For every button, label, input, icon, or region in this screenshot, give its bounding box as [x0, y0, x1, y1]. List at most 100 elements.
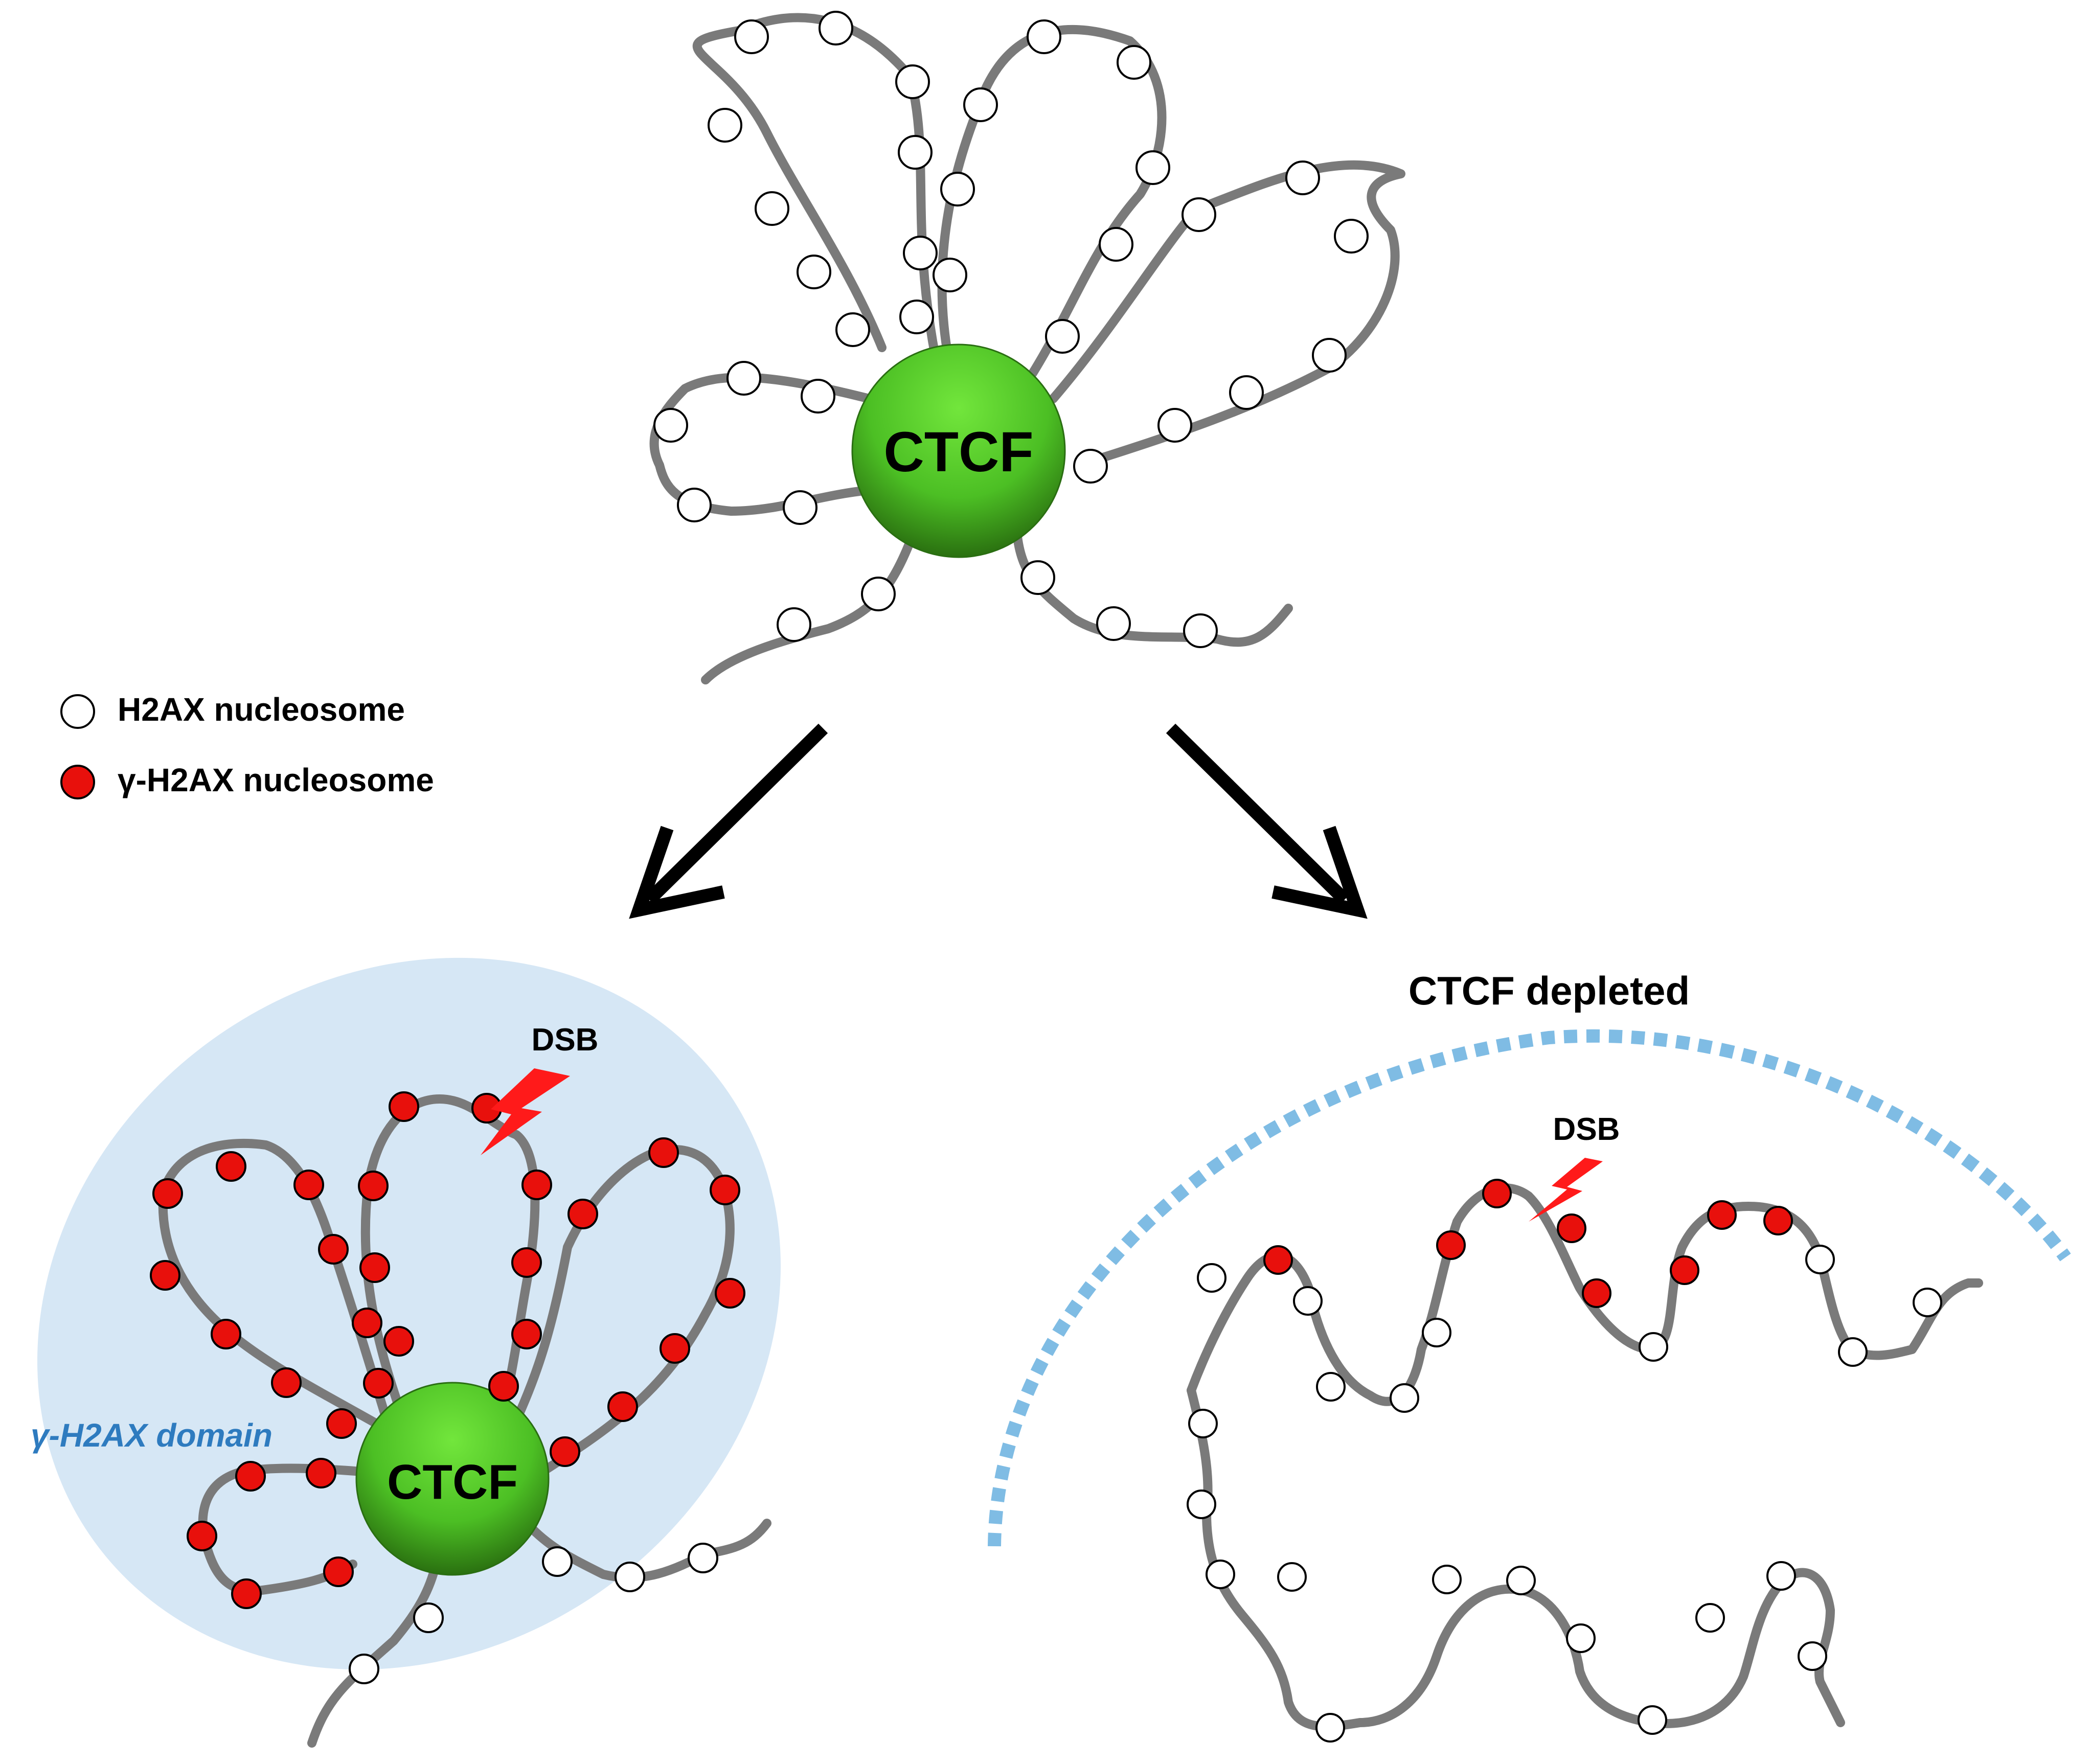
gh2ax-nucleosome — [187, 1521, 217, 1551]
h2ax-nucleosome — [903, 236, 938, 270]
gh2ax-nucleosome — [306, 1458, 336, 1488]
dsb-label-right: DSB — [1553, 1112, 1620, 1147]
gh2ax-nucleosome — [383, 1326, 414, 1357]
h2ax-nucleosome — [1798, 1641, 1827, 1671]
h2ax-nucleosome — [1187, 1490, 1216, 1519]
arrow-left — [629, 723, 828, 919]
gh2ax-nucleosome — [1763, 1206, 1793, 1235]
h2ax-nucleosome — [835, 312, 870, 347]
top-ctcf-label: CTCF — [883, 421, 1033, 484]
h2ax-nucleosome — [797, 255, 831, 289]
gh2ax-nucleosome — [271, 1367, 302, 1398]
gh2ax-nucleosome — [607, 1391, 638, 1422]
depleted-fiber-lower — [1187, 1386, 1845, 1731]
h2ax-nucleosome — [1157, 408, 1192, 443]
gh2ax-domain-ellipse — [37, 957, 781, 1670]
h2ax-nucleosome — [734, 19, 769, 54]
gh2ax-nucleosome — [710, 1175, 740, 1205]
h2ax-nucleosome — [1566, 1623, 1596, 1653]
h2ax-nucleosome — [1312, 338, 1347, 373]
h2ax-nucleosome — [413, 1602, 444, 1633]
ctcf-depleted-boundary-arc — [988, 1029, 2071, 1547]
gh2ax-nucleosome — [326, 1408, 357, 1439]
legend-gh2ax-label: γ-H2AX nucleosome — [118, 762, 434, 798]
h2ax-nucleosome — [1117, 45, 1151, 80]
h2ax-nucleosome — [1432, 1565, 1462, 1594]
h2ax-nucleosome — [1045, 319, 1080, 354]
h2ax-nucleosome — [1639, 1332, 1668, 1362]
h2ax-nucleosome — [1390, 1383, 1419, 1413]
h2ax-nucleosome — [1027, 19, 1061, 54]
h2ax-nucleosome — [1316, 1372, 1346, 1402]
gh2ax-nucleosome — [352, 1308, 382, 1338]
gh2ax-nucleosome — [293, 1170, 324, 1200]
legend: H2AX nucleosome γ-H2AX nucleosome — [60, 691, 434, 799]
ctcf-depleted-title: CTCF depleted — [1409, 968, 1690, 1013]
gh2ax-nucleosome — [550, 1436, 580, 1467]
gh2ax-nucleosome — [567, 1199, 598, 1229]
h2ax-nucleosome — [963, 87, 998, 122]
h2ax-nucleosome — [933, 258, 967, 292]
gh2ax-nucleosome — [488, 1371, 519, 1402]
h2ax-nucleosome — [819, 11, 853, 45]
h2ax-nucleosome — [1285, 161, 1320, 195]
gh2ax-nucleosome — [715, 1278, 745, 1309]
h2ax-nucleosome — [615, 1562, 645, 1592]
h2ax-nucleosome — [1197, 1263, 1226, 1293]
gh2ax-nucleosome — [363, 1368, 394, 1399]
h2ax-nucleosome — [895, 64, 930, 99]
gh2ax-nucleosome — [211, 1319, 241, 1349]
bottom-ctcf-protein: CTCF — [355, 1382, 550, 1576]
h2ax-nucleosome — [708, 108, 742, 143]
gh2ax-nucleosome — [216, 1151, 246, 1182]
arrow-right — [1166, 723, 1368, 919]
gh2ax-nucleosome — [359, 1252, 390, 1283]
h2ax-nucleosome — [755, 191, 789, 226]
h2ax-nucleosome — [861, 577, 896, 611]
h2ax-nucleosome — [1913, 1288, 1942, 1317]
gh2ax-nucleosome — [1557, 1213, 1586, 1243]
gh2ax-nucleosome — [1670, 1255, 1699, 1285]
h2ax-nucleosome — [1838, 1337, 1868, 1367]
h2ax-nucleosome — [653, 408, 688, 443]
h2ax-nucleosome — [898, 135, 933, 170]
top-loop-3 — [1049, 160, 1405, 470]
gh2ax-nucleosome — [231, 1578, 262, 1609]
h2ax-nucleosome — [1099, 227, 1133, 262]
h2ax-nucleosome — [1506, 1566, 1536, 1595]
dsb-bolt-right — [1529, 1158, 1603, 1222]
h2ax-nucleosome — [1766, 1561, 1796, 1591]
bl-tail-left — [307, 1539, 444, 1748]
legend-h2ax-label: H2AX nucleosome — [118, 691, 405, 728]
gh2ax-nucleosome — [1263, 1245, 1293, 1275]
gh2ax-nucleosome — [358, 1171, 389, 1201]
gh2ax-nucleosome — [1582, 1278, 1611, 1308]
gh2ax-nucleosome — [1707, 1200, 1737, 1230]
h2ax-nucleosome — [777, 607, 811, 642]
top-ctcf-protein: CTCF — [851, 343, 1066, 558]
depleted-fiber-upper — [1187, 1183, 1983, 1406]
depleted-fiber — [1187, 1183, 1983, 1731]
gh2ax-nucleosome — [150, 1260, 180, 1291]
h2ax-nucleosome — [783, 490, 817, 525]
bottom-ctcf-label: CTCF — [387, 1455, 518, 1509]
h2ax-nucleosome — [1096, 606, 1131, 641]
gh2ax-nucleosome — [511, 1319, 542, 1349]
bottom-right-nucleosomes — [1187, 1179, 1942, 1743]
gh2ax-nucleosome — [648, 1137, 679, 1168]
h2ax-nucleosome — [1638, 1705, 1667, 1735]
dsb-bolt-left — [481, 1068, 570, 1155]
h2ax-nucleosome — [1229, 375, 1264, 410]
h2ax-nucleosome — [542, 1546, 573, 1577]
h2ax-nucleosome — [1020, 560, 1055, 595]
h2ax-nucleosome — [1422, 1318, 1451, 1347]
h2ax-nucleosome — [1315, 1713, 1345, 1743]
gh2ax-nucleosome — [1482, 1179, 1512, 1208]
h2ax-nucleosome — [1334, 219, 1369, 254]
h2ax-nucleosome — [899, 300, 934, 334]
h2ax-nucleosome — [1183, 613, 1218, 648]
gh2ax-nucleosome — [323, 1556, 354, 1587]
h2ax-nucleosome — [677, 488, 712, 522]
gh2ax-nucleosome — [1436, 1230, 1466, 1260]
